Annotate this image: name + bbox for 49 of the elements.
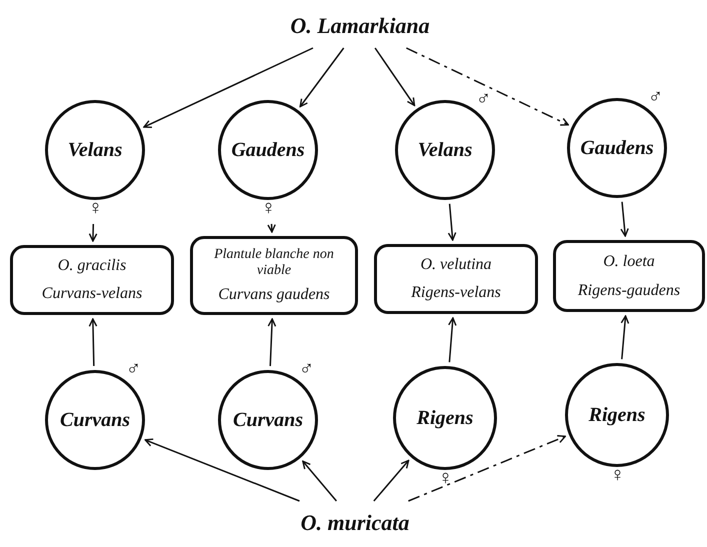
arrow [88, 224, 98, 242]
arrow [268, 318, 276, 366]
gamete-name: Velans [68, 139, 122, 161]
arrow [88, 318, 98, 366]
gamete-name: Curvans [60, 409, 130, 431]
hybrid-box [190, 236, 358, 315]
genotype-label: Rigens-velans [411, 284, 501, 302]
arrow [408, 435, 566, 502]
hybrid-name: O. loeta [603, 252, 655, 270]
species-label: O. Lamarkiana [285, 8, 435, 44]
sex-symbol: ♀ [438, 468, 453, 488]
gamete-circle [218, 100, 318, 200]
arrow [620, 315, 630, 360]
arrow [302, 460, 337, 502]
arrow [299, 48, 344, 108]
arrow [144, 438, 300, 502]
sex-symbol: ♂ [648, 86, 663, 106]
arrow [267, 224, 276, 233]
arrow [448, 317, 457, 362]
sex-symbol: ♂ [476, 88, 491, 108]
arrow [620, 202, 629, 237]
sex-symbol: ♂ [126, 358, 141, 378]
arrow [374, 48, 416, 106]
hybrid-name: Plantule blanche non viable [213, 247, 335, 278]
hybrid-box [553, 240, 705, 312]
arrow [143, 47, 314, 128]
hybrid-box [374, 244, 538, 314]
gamete-name: Rigens [416, 407, 474, 429]
arrow [406, 47, 569, 126]
genotype-label: Curvans-velans [42, 285, 142, 303]
arrow [373, 460, 410, 502]
sex-symbol: ♀ [88, 198, 103, 218]
gamete-name: Curvans [232, 409, 304, 431]
gamete-name: Velans [418, 139, 472, 161]
genotype-label: Curvans gaudens [218, 286, 330, 304]
hybrid-name: O. gracilis [58, 257, 126, 275]
gamete-name: Rigens [588, 404, 646, 426]
hybrid-name: O. velutina [420, 256, 492, 274]
sex-symbol: ♀ [261, 198, 276, 218]
genotype-label: Rigens-gaudens [578, 282, 680, 300]
species-label: O. muricata [280, 505, 430, 541]
species-label [45, 100, 145, 200]
gamete-circle [565, 363, 669, 467]
sex-symbol: ♂ [299, 358, 314, 378]
gamete-circle [393, 366, 497, 470]
arrow [448, 204, 456, 241]
sex-symbol: ♀ [610, 465, 625, 485]
gamete-name: Gaudens [580, 137, 654, 159]
gamete-name: Gaudens [231, 139, 305, 161]
